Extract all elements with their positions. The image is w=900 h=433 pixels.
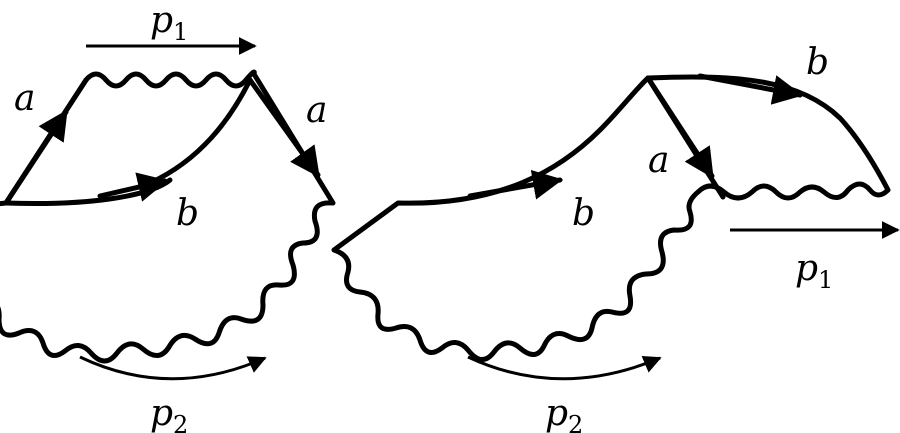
right-region: [331, 74, 891, 362]
left-edge-a-left-arrow: [3, 109, 69, 206]
right-label-p2: p2: [545, 393, 583, 433]
right-p2-arrow: [467, 355, 662, 381]
right-edge-a-arrow: [645, 75, 715, 179]
left-region: [0, 69, 336, 364]
left-label-p1: p1: [150, 0, 188, 46]
left-edge-b-curve-rest: [147, 77, 253, 186]
left-label-a-left: a: [14, 78, 35, 119]
right-figure: b a b p1 p2: [331, 42, 900, 433]
left-figure: p1 a a b p2: [0, 0, 336, 433]
left-label-b: b: [176, 193, 199, 234]
right-edge-b-bottom-arrow: [467, 169, 563, 200]
left-p2-arrow: [79, 355, 267, 381]
right-label-b-bottom: b: [572, 193, 595, 234]
left-label-a-right: a: [306, 90, 327, 131]
left-edge-b-arrow: [97, 172, 168, 202]
left-edge-a-right: [247, 77, 321, 178]
left-label-p2: p2: [150, 393, 188, 433]
right-label-p1: p1: [795, 248, 833, 294]
right-label-a: a: [648, 140, 669, 181]
right-label-b-top: b: [806, 42, 829, 83]
right-edge-b-top-arrow: [697, 73, 803, 105]
